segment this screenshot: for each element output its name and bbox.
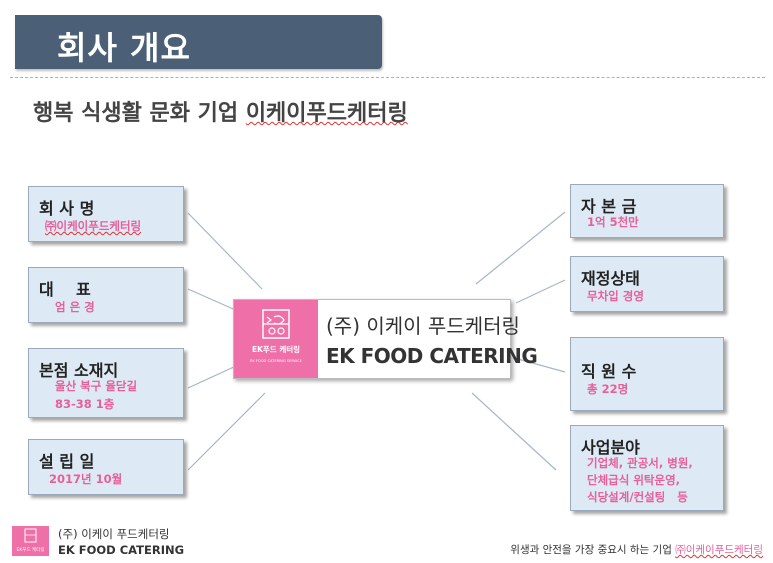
logo-brand: EK푸드 케터링 (252, 344, 300, 354)
connector-line (475, 211, 566, 285)
footer-company-link: ㈜이케이푸드케터링 (675, 544, 763, 556)
box-label: 사업분야 (581, 438, 640, 457)
box-label: 본점 소재지 (39, 361, 119, 380)
box-value: 기업체, 관공서, 병원, (587, 456, 693, 470)
company-card: EK푸드 케터링 EK FOOD CATERING SERVICE (주) 이케… (233, 299, 538, 379)
box-label: 자 본 금 (581, 197, 637, 216)
box-value: 83-38 1층 (55, 397, 115, 411)
box-value: ㈜이케이푸드케터링 (45, 219, 142, 233)
info-box-address: 본점 소재지 울산 북구 율닫길 83-38 1층 (28, 348, 184, 418)
info-box-ceo: 대 표 엄 은 경 (28, 267, 184, 323)
box-label: 설 립 일 (39, 452, 95, 471)
footer-company-korean: (주) 이케이 푸드케터링 (58, 527, 170, 541)
box-value: 엄 은 경 (55, 300, 95, 314)
connector-line (187, 392, 266, 471)
subtitle: 행복 식생활 문화 기업 이케이푸드케터링 (33, 95, 408, 127)
company-name-korean: (주) 이케이 푸드케터링 (326, 314, 520, 338)
info-box-founded: 설 립 일 2017년 10월 (28, 439, 184, 495)
title-bar: 회사 개요 (15, 15, 382, 69)
logo-mark-icon: EK푸드 케터링 EK FOOD CATERING SERVICE (250, 309, 303, 363)
logo-tagline: EK FOOD CATERING SERVICE (250, 359, 303, 363)
box-value: 1억 5천만 (587, 215, 639, 229)
connector-line (517, 358, 566, 373)
info-box-financial-status: 재정상태 무차입 경영 (570, 256, 724, 312)
box-value: 단체급식 위탁운영, (587, 473, 681, 487)
box-label: 직 원 수 (581, 362, 637, 381)
footer-slogan: 위생과 안전을 가장 중요시 하는 기업 ㈜이케이푸드케터링 (510, 542, 763, 557)
info-box-capital: 자 본 금 1억 5천만 (570, 184, 724, 238)
subtitle-prefix: 행복 식생활 문화 기업 (33, 101, 246, 126)
box-value: 울산 북구 율닫길 (55, 379, 138, 393)
company-name-english: EK FOOD CATERING (326, 344, 538, 368)
connector-line (471, 392, 557, 471)
box-value: 무차입 경영 (587, 289, 644, 303)
connector-line (187, 288, 241, 313)
connector-line (187, 365, 237, 389)
company-logo: EK푸드 케터링 EK FOOD CATERING SERVICE (234, 300, 318, 378)
footer-company-english: EK FOOD CATERING (58, 543, 185, 557)
box-value: 총 22명 (587, 382, 629, 396)
divider (10, 77, 765, 78)
info-box-employees: 직 원 수 총 22명 (570, 337, 724, 411)
box-value: 2017년 10월 (49, 472, 123, 486)
info-box-company-name: 회 사 명 ㈜이케이푸드케터링 (28, 186, 184, 242)
footer-slogan-text: 위생과 안전을 가장 중요시 하는 기업 (510, 544, 676, 556)
connector-line (187, 212, 263, 290)
page-title: 회사 개요 (57, 29, 191, 67)
connector-line (515, 279, 566, 304)
box-value: 식당설계/컨설팅 등 (587, 490, 688, 504)
box-label: 회 사 명 (39, 199, 95, 218)
subtitle-company: 이케이푸드케터링 (245, 101, 408, 126)
footer-logo-mark-icon: EK푸드 케터링 (17, 528, 45, 553)
footer-logo-brand: EK푸드 케터링 (17, 546, 45, 553)
info-box-business-area: 사업분야 기업체, 관공서, 병원, 단체급식 위탁운영, 식당설계/컨설팅 등 (570, 425, 724, 511)
box-label: 대 표 (39, 280, 91, 299)
box-label: 재정상태 (581, 269, 640, 288)
footer-logo: EK푸드 케터링 (12, 526, 49, 556)
